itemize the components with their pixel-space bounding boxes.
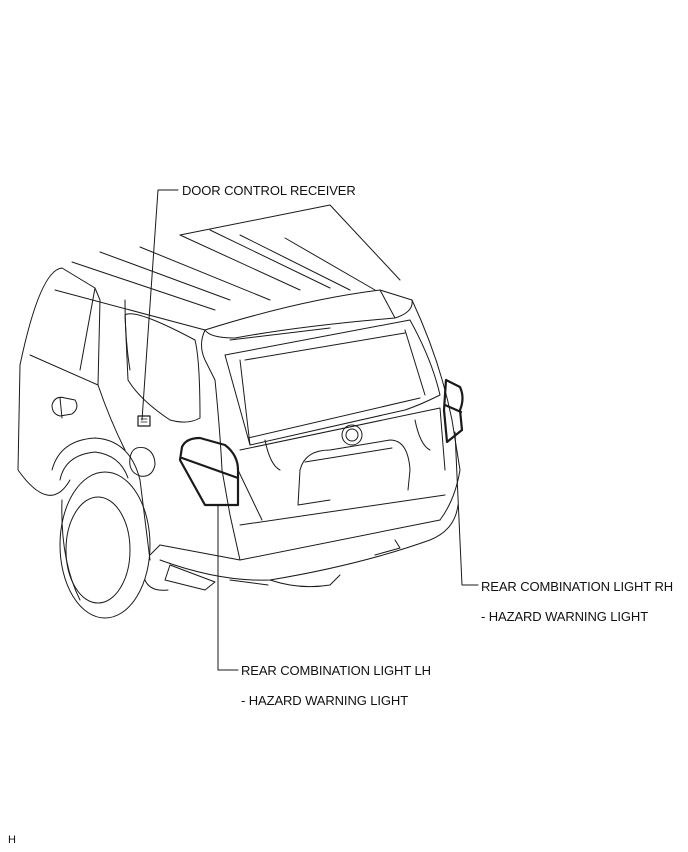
fuel-lid	[129, 447, 156, 477]
body-outline	[17, 267, 461, 561]
quarter-window	[124, 313, 201, 423]
door-handle	[51, 396, 78, 417]
rear-bumper	[144, 494, 459, 591]
rear-combination-light-rh-label: REAR COMBINATION LIGHT RH	[481, 579, 674, 594]
rear-combination-light-rh-sub-label: - HAZARD WARNING LIGHT	[481, 609, 649, 624]
figure-code-mark: H	[8, 834, 16, 846]
tailgate	[224, 319, 446, 521]
rear-combination-light-lh-sub-label: - HAZARD WARNING LIGHT	[241, 693, 409, 708]
roof-spoiler	[204, 289, 413, 341]
door-control-receiver-label: DOOR CONTROL RECEIVER	[182, 183, 356, 198]
rear-combination-light-rh	[442, 378, 464, 444]
door-control-receiver	[137, 415, 151, 427]
leader-lines	[141, 189, 479, 671]
door-handle-edge	[59, 397, 63, 419]
rear-wheel	[51, 437, 151, 619]
roof-lines	[54, 204, 401, 331]
rear-combination-light-lh	[178, 436, 240, 507]
rear-combination-light-lh-label: REAR COMBINATION LIGHT LH	[241, 663, 431, 678]
